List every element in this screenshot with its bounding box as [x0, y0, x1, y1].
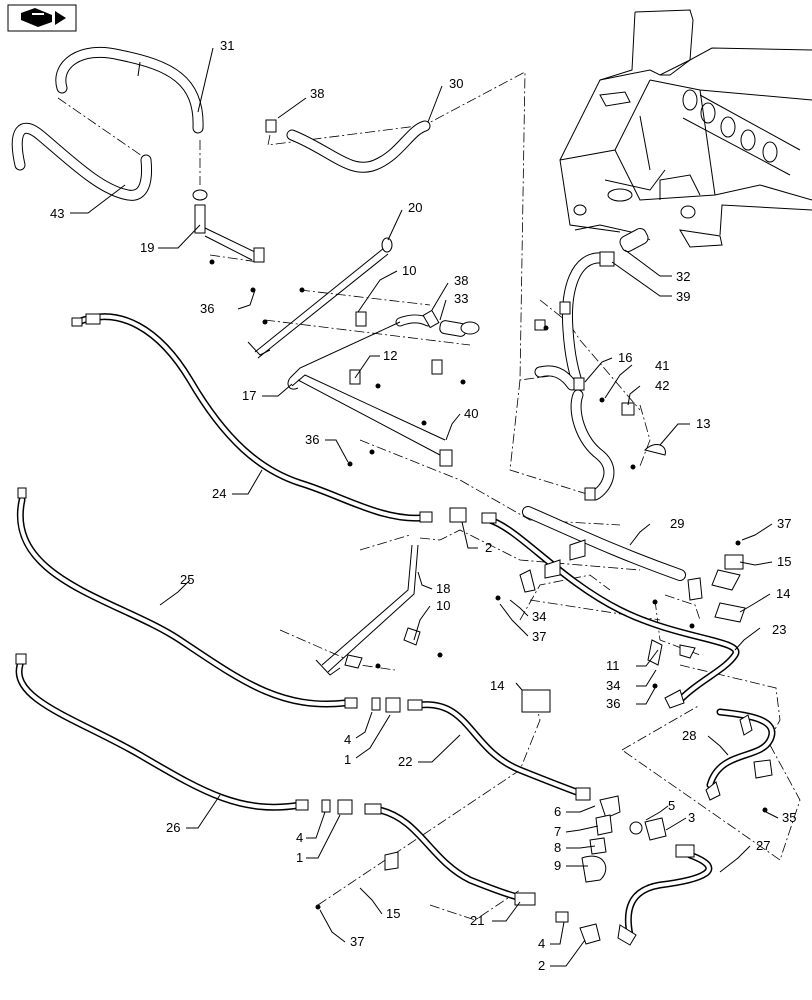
callout-9: 9	[554, 858, 561, 873]
callout-37: 37	[350, 934, 364, 949]
callout-30: 30	[449, 76, 463, 91]
callout-36: 36	[200, 301, 214, 316]
callout-15: 15	[386, 906, 400, 921]
callout-5: 5	[668, 798, 675, 813]
callout-11: 11	[606, 658, 620, 673]
tube-17	[287, 321, 446, 456]
callout-17: 17	[242, 388, 256, 403]
callout-38: 38	[310, 86, 324, 101]
chassis-frame	[559, 9, 812, 248]
hose-24	[74, 313, 424, 522]
tube-20	[247, 237, 393, 359]
callout-37: 37	[777, 516, 791, 531]
hose-43	[11, 122, 152, 201]
callout-42: 42	[655, 378, 669, 393]
hose-32-39	[534, 252, 615, 501]
clamps-and-fittings	[15, 119, 773, 946]
callout-4: 4	[538, 936, 545, 951]
callout-26: 26	[166, 820, 180, 835]
callout-38: 38	[454, 273, 468, 288]
callout-36: 36	[606, 696, 620, 711]
callout-32: 32	[676, 269, 690, 284]
callout-21: 21	[470, 913, 484, 928]
callout-33: 33	[454, 291, 468, 306]
callout-19: 19	[140, 240, 154, 255]
callout-10: 10	[436, 598, 450, 613]
callout-8: 8	[554, 840, 561, 855]
callout-27: 27	[756, 838, 770, 853]
callout-labels: 31 38 30 43 19 20 36 10 38 33 32 39 12 1…	[50, 38, 796, 973]
callout-25: 25	[180, 572, 194, 587]
callout-10: 10	[402, 263, 416, 278]
callout-16: 16	[618, 350, 632, 365]
callout-40: 40	[464, 406, 478, 421]
callout-18: 18	[436, 581, 450, 596]
callout-29: 29	[670, 516, 684, 531]
callout-13: 13	[696, 416, 710, 431]
tube-19	[192, 189, 256, 261]
callout-37: 37	[532, 629, 546, 644]
callout-4: 4	[296, 830, 303, 845]
hose-29	[522, 506, 686, 581]
callout-7: 7	[554, 824, 561, 839]
callout-23: 23	[772, 622, 786, 637]
callout-22: 22	[398, 754, 412, 769]
callout-14: 14	[776, 586, 790, 601]
hose-21	[376, 806, 534, 904]
book-arrow-icon[interactable]	[7, 4, 77, 32]
bolts	[209, 259, 768, 910]
hose-26	[15, 661, 304, 811]
leader-lines	[70, 47, 779, 967]
callout-34: 34	[532, 609, 546, 624]
hose-28	[706, 708, 776, 789]
hose-23	[486, 516, 740, 704]
hose-30	[286, 120, 431, 173]
callout-34: 34	[606, 678, 620, 693]
callout-41: 41	[655, 358, 669, 373]
callout-43: 43	[50, 206, 64, 221]
callout-35: 35	[782, 810, 796, 825]
callout-3: 3	[688, 810, 695, 825]
callout-2: 2	[538, 958, 545, 973]
callout-6: 6	[554, 804, 561, 819]
callout-2: 2	[485, 540, 492, 555]
phantom-lines	[57, 71, 801, 921]
callout-15: 15	[777, 554, 791, 569]
hose-22	[416, 701, 589, 799]
callout-28: 28	[682, 728, 696, 743]
callout-39: 39	[676, 289, 690, 304]
callout-31: 31	[220, 38, 234, 53]
hose-31	[55, 46, 204, 134]
callout-12: 12	[383, 348, 397, 363]
callout-1: 1	[296, 850, 303, 865]
callout-14: 14	[490, 678, 504, 693]
tube-18	[315, 544, 419, 676]
callout-1: 1	[344, 752, 351, 767]
callout-24: 24	[212, 486, 226, 501]
callout-36: 36	[305, 432, 319, 447]
hose-27	[624, 851, 713, 939]
hose-25	[16, 496, 349, 708]
callout-20: 20	[408, 200, 422, 215]
callout-4: 4	[344, 732, 351, 747]
